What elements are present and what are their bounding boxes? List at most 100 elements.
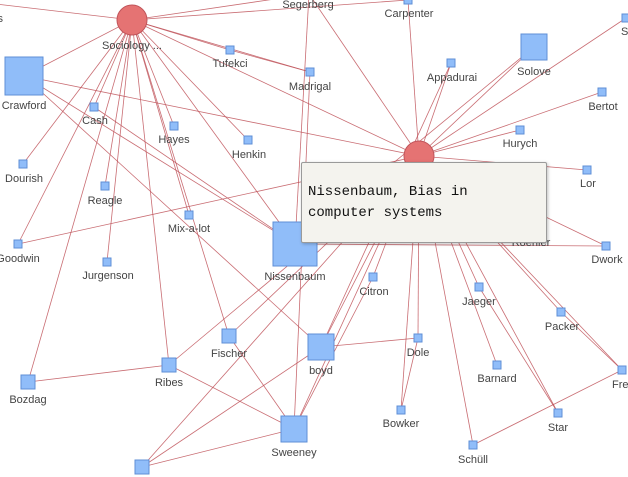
graph-edge [418,62,452,157]
author-node-jaeger[interactable] [474,282,484,292]
graph-edge [93,106,296,245]
author-node-jurgenson[interactable] [102,257,112,267]
graph-edge [312,0,420,157]
author-node-dole[interactable] [413,333,423,343]
graph-edge [168,364,295,430]
graph-edge [23,75,420,157]
graph-edge [131,19,230,337]
author-node-henkin[interactable] [243,135,253,145]
graph-edge [131,19,311,73]
node-label-hayes: Hayes [158,134,190,146]
author-node-fre[interactable] [617,365,627,375]
graph-edge [418,17,627,157]
author-node-packer[interactable] [556,307,566,317]
author-node-lor[interactable] [582,165,592,175]
node-label-star: Star [548,422,569,434]
node-label-mixalot: Mix-a-lot [168,223,210,235]
author-node-bertot[interactable] [597,87,607,97]
node-label-barnard: Barnard [477,373,516,385]
author-node-crawford[interactable] [4,56,44,96]
node-label-schull: Schüll [458,454,488,466]
node-label-solove: Solove [517,66,551,78]
node-label-madrigal: Madrigal [289,81,331,93]
author-node-goodwin[interactable] [13,239,23,249]
graph-edge [22,19,133,165]
author-node-hurych[interactable] [515,125,525,135]
graph-edge [0,4,133,21]
author-node-sweeney[interactable] [280,415,308,443]
graph-edge [106,19,133,263]
node-label-jurgenson: Jurgenson [82,270,133,282]
author-node-madrigal[interactable] [305,67,315,77]
graph-edge [93,19,133,108]
author-node-boyd[interactable] [307,333,335,361]
author-node-dwork[interactable] [601,241,611,251]
node-label-citron: Citron [359,286,388,298]
author-node-citron[interactable] [368,272,378,282]
author-node-bottom[interactable] [134,459,150,475]
node-label-dwork: Dwork [591,254,623,266]
node-label-fre: Fre [612,379,628,391]
author-node-star[interactable] [553,408,563,418]
node-label-nissenbaum: Nissenbaum [264,271,325,283]
graph-edge [131,19,190,216]
author-node-nissenbaum[interactable] [272,221,318,267]
graph-edge [294,243,607,247]
graph-edge [320,337,419,348]
node-label-reagle: Reagle [88,195,123,207]
node-label-cash: Cash [82,115,108,127]
node-label-boyd: boyd [309,365,333,377]
node-label-fischer: Fischer [211,348,247,360]
node-tooltip: Nissenbaum, Bias in computer systems [301,162,547,243]
graph-edge [131,19,249,141]
node-label-tufekci: Tufekci [212,58,247,70]
author-node-ribes[interactable] [161,357,177,373]
node-label-sa: Sa [621,26,628,38]
graph-edge [131,19,420,157]
graph-edge [478,286,559,414]
node-label-bozdag: Bozdag [9,394,46,406]
author-node-schull[interactable] [468,440,478,450]
graph-edge [141,428,295,468]
node-label-ribes: Ribes [155,377,184,389]
author-node-reagle[interactable] [100,181,110,191]
author-node-barnard[interactable] [492,360,502,370]
graph-edge [131,19,175,127]
author-node-mixalot[interactable] [184,210,194,220]
node-label-sweeney: Sweeney [271,447,317,459]
node-label-bowker: Bowker [383,418,420,430]
node-label-dole: Dole [407,347,430,359]
author-node-tufekci[interactable] [225,45,235,55]
author-node-bowker[interactable] [396,405,406,415]
graph-edge [141,346,322,468]
graph-edge [23,75,322,348]
author-node-dourish[interactable] [18,159,28,169]
author-node-solove[interactable] [520,33,548,61]
hub-node-sociology[interactable] [116,4,148,36]
node-label-jaeger: Jaeger [462,296,496,308]
graph-edge [418,46,535,157]
node-label-dourish: Dourish [5,173,43,185]
graph-edge [418,129,521,157]
node-label-goodwin: Goodwin [0,253,40,265]
graph-edge [17,19,133,245]
graph-edge [560,311,623,371]
author-node-sa[interactable] [621,13,628,23]
author-node-appadurai[interactable] [446,58,456,68]
graph-edge [294,0,310,245]
graph-edge [228,335,295,430]
author-node-carpenter[interactable] [403,0,413,5]
graph-edge [23,75,296,245]
author-node-fischer[interactable] [221,328,237,344]
node-label-sociology: Sociology ... [102,40,162,52]
graph-edge [131,0,271,21]
author-node-hayes[interactable] [169,121,179,131]
graph-edge [229,49,311,73]
author-node-bozdag[interactable] [20,374,36,390]
node-label-hurych: Hurych [503,138,538,150]
node-label-bertot: Bertot [588,101,617,113]
graph-edge [407,0,420,157]
node-label-appadurai: Appadurai [427,72,477,84]
author-node-cash[interactable] [89,102,99,112]
graph-edge [131,19,170,366]
